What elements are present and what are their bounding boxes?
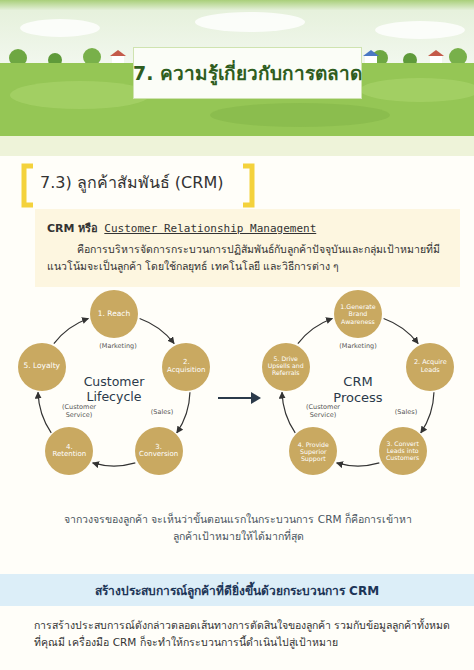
grass-texture <box>360 78 474 102</box>
cycle-arrow <box>298 318 333 343</box>
big-arrow-head <box>251 392 261 404</box>
paragraph: จากวงจรของลูกค้า จะเห็นว่าขั้นตอนแรกในกร… <box>62 511 414 545</box>
cycle-step-circle: 1. Reach <box>90 290 138 338</box>
section-band: สร้างประสบการณ์ลูกค้าที่ดียิ่งขึ้นด้วยกร… <box>0 574 474 606</box>
step-label: 3. Convert Leads into Customers <box>382 441 424 462</box>
stage-tag: (Sales) <box>384 409 428 417</box>
circle-text-area: 3. Convert Leads into Customers <box>382 430 424 472</box>
title-text: 7. ความรู้เกี่ยวกับการตลาด <box>133 58 362 88</box>
house-roof <box>428 50 444 56</box>
cycle-arrow <box>282 392 295 433</box>
circle-text-area: 1.Generate Brand Awareness <box>337 293 379 335</box>
circle-text-area: 2. Acquire Leads <box>409 346 451 388</box>
cloud <box>375 21 465 39</box>
circle-fill <box>18 343 66 391</box>
step-label: 4. Provide Superior Support <box>292 441 334 462</box>
circle-fill <box>406 343 454 391</box>
cycle-step-circle: 4. Retention <box>45 427 93 475</box>
pale-strip <box>0 136 474 156</box>
cycle-arrow <box>54 318 89 343</box>
circle-fill <box>135 427 183 475</box>
cycle-step-circle: 5. Drive Upsells and Referrals <box>262 343 310 391</box>
heading-row: CRM หรือ Customer Relationship Management <box>47 217 448 237</box>
step-label: 1.Generate Brand Awareness <box>337 303 379 324</box>
cycle-title: Customer Lifecycle <box>74 374 154 404</box>
cycle-arrow <box>38 392 51 433</box>
band-text: สร้างประสบการณ์ลูกค้าที่ดียิ่งขึ้นด้วยกร… <box>95 581 379 600</box>
circle-text-area: 3. Conversion <box>138 430 180 472</box>
stage-tag: (Sales) <box>140 409 184 417</box>
stage-tag: (Marketing) <box>328 343 388 351</box>
cycle-step-circle: 2. Acquire Leads <box>406 343 454 391</box>
house-roof <box>363 50 379 56</box>
circle-fill <box>90 290 138 338</box>
house <box>365 56 377 64</box>
cycle-arrow <box>93 463 136 466</box>
circle-text-area: 2. Acquisition <box>165 346 207 388</box>
paragraph: การสร้างประสบการณ์ดังกล่าวตลอดเส้นทางการ… <box>34 617 454 651</box>
circle-text-area: 5. Drive Upsells and Referrals <box>265 346 307 388</box>
circle-text-area: 4. Provide Superior Support <box>292 430 334 472</box>
house <box>112 56 124 64</box>
circle-text-area: 1. Reach <box>93 293 135 335</box>
step-label: 2. Acquire Leads <box>409 359 451 374</box>
cycle-step-circle: 3. Conversion <box>135 427 183 475</box>
yellow-bracket <box>243 166 252 205</box>
cycle-step-circle: 5. Loyalty <box>18 343 66 391</box>
circle-fill <box>334 290 382 338</box>
yellow-bracket <box>24 166 33 205</box>
circle-fill <box>289 427 337 475</box>
cloud <box>20 19 100 37</box>
stage-tag: (Customer Service) <box>54 404 104 420</box>
cycle-step-circle: 4. Provide Superior Support <box>289 427 337 475</box>
cycle-title: CRM Process <box>318 374 398 405</box>
step-label: 3. Conversion <box>138 444 180 460</box>
house <box>430 56 442 64</box>
house-roof <box>110 50 126 56</box>
step-label: 5. Drive Upsells and Referrals <box>265 356 307 377</box>
cloud <box>195 12 305 32</box>
step-label: 2. Acquisition <box>165 359 207 375</box>
circle-text-area: 4. Retention <box>48 430 90 472</box>
step-label: 4. Retention <box>48 444 90 460</box>
stage-tag: (Marketing) <box>88 343 148 351</box>
definition-box: CRM หรือ Customer Relationship Management… <box>35 209 460 287</box>
circle-text-area: 5. Loyalty <box>21 346 63 388</box>
title-box: 7. ความรู้เกี่ยวกับการตลาด <box>133 47 362 99</box>
cycle-arrow <box>384 318 419 343</box>
cycle-step-circle: 1.Generate Brand Awareness <box>334 290 382 338</box>
stage-tag: (Customer Service) <box>298 404 348 420</box>
big-arrow-shaft <box>218 397 253 399</box>
definition-body: คือการบริหารจัดการกระบวนการปฏิสัมพันธ์กั… <box>47 241 448 275</box>
section-heading: 7.3) ลูกค้าสัมพันธ์ (CRM) <box>40 173 245 192</box>
cycle-arrow <box>177 392 190 433</box>
circle-fill <box>45 427 93 475</box>
cycle-arrow <box>337 463 380 466</box>
step-label: 5. Loyalty <box>23 362 60 370</box>
definition-heading: CRM หรือ <box>47 222 98 235</box>
step-label: 1. Reach <box>98 310 131 318</box>
definition-term: Customer Relationship Management <box>104 222 316 235</box>
grass-texture <box>10 81 150 109</box>
circle-fill <box>162 343 210 391</box>
circle-fill <box>262 343 310 391</box>
grass-texture <box>210 103 390 127</box>
cycle-arrow <box>421 392 434 433</box>
cycle-step-circle: 3. Convert Leads into Customers <box>379 427 427 475</box>
cycle-arrow <box>140 318 175 343</box>
circle-fill <box>379 427 427 475</box>
cycle-step-circle: 2. Acquisition <box>162 343 210 391</box>
